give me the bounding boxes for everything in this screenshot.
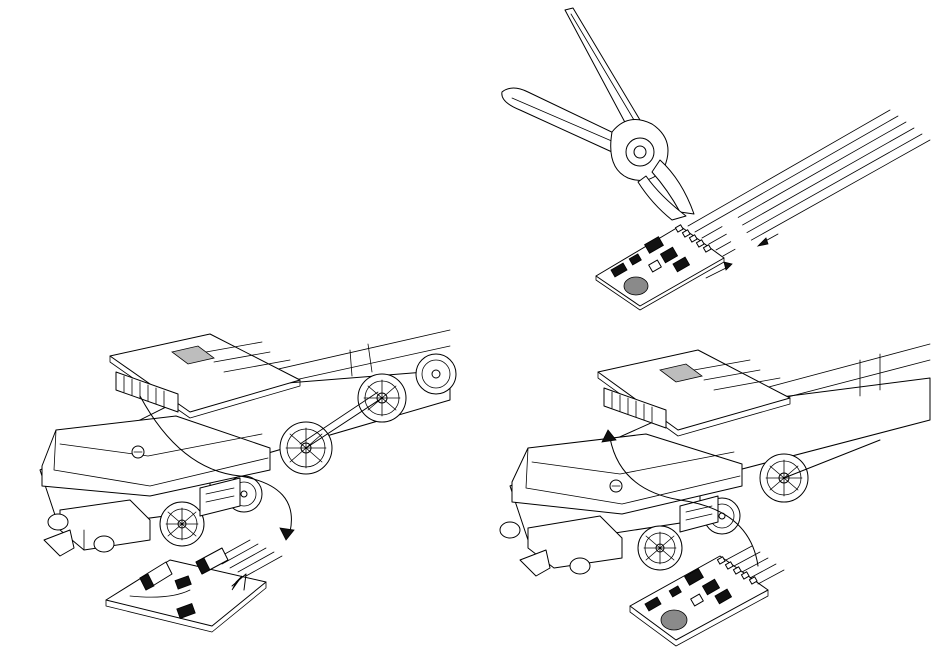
wheel-icon bbox=[160, 502, 204, 546]
decoder-board-icon bbox=[106, 540, 282, 632]
locomotive-icon bbox=[500, 344, 930, 576]
decoder-wires bbox=[688, 110, 930, 256]
locomotive-icon bbox=[40, 330, 456, 556]
panel-remove-old bbox=[40, 330, 456, 632]
panel-install-new bbox=[500, 344, 930, 646]
wheel-icon bbox=[638, 526, 682, 570]
wire-cutter-icon bbox=[502, 8, 694, 220]
wheel-icon bbox=[416, 354, 456, 394]
panel-cut-wires bbox=[502, 8, 930, 310]
decoder-board-icon bbox=[596, 225, 724, 310]
